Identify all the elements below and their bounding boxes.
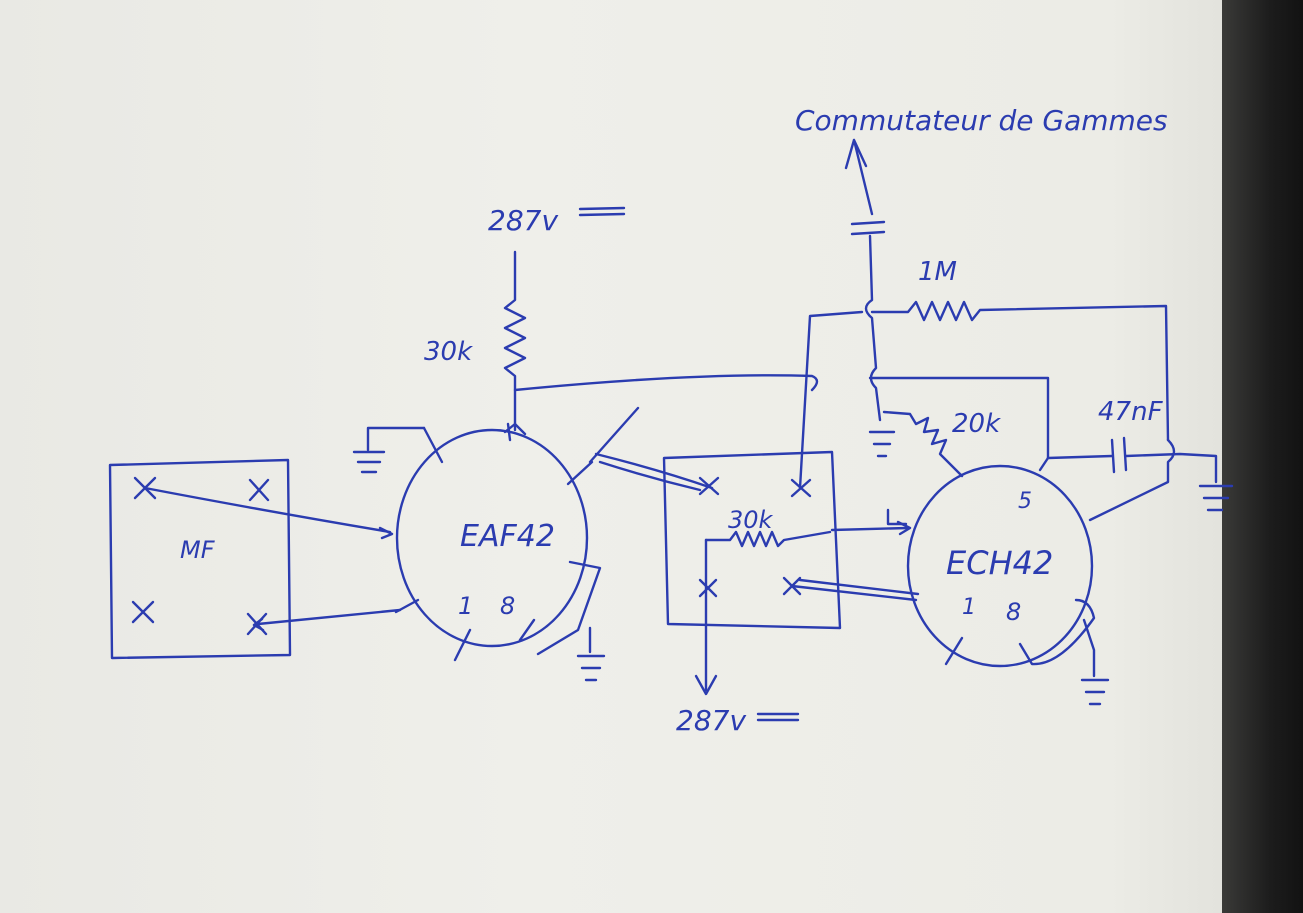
ground-ech-bottom xyxy=(1080,678,1110,706)
ground-eaf-left xyxy=(352,450,386,474)
arrow-supply-bottom xyxy=(694,674,718,696)
ground-eaf-bottom xyxy=(576,654,606,682)
wire-box-up xyxy=(798,310,864,490)
tick-pin5 xyxy=(1038,456,1050,472)
tube-eaf42-label: EAF42 xyxy=(460,519,555,554)
capacitor-switch xyxy=(850,220,886,236)
resistor-30k-box-label: 30k xyxy=(728,506,774,534)
tube-ech42-label: ECH42 xyxy=(946,544,1053,582)
pin-right-5: 5 xyxy=(1018,489,1032,514)
resistor-20k xyxy=(882,410,964,478)
wire-eaf-to-mf xyxy=(256,608,402,626)
wire-cap-down xyxy=(864,234,882,422)
arrow-anode xyxy=(503,422,527,436)
ground-mid xyxy=(868,430,896,458)
resistor-1m xyxy=(870,300,1170,442)
table-edge xyxy=(1222,0,1303,913)
resistor-1m-label: 1M xyxy=(918,257,957,287)
pin-right-8: 8 xyxy=(1006,598,1021,626)
arrow-mf-eaf xyxy=(378,526,394,540)
mf-label: MF xyxy=(180,536,216,564)
wire-eaf-to-box-a xyxy=(594,452,714,490)
resistor-30k-anode xyxy=(503,250,527,432)
wire-box-to-ech-low-b xyxy=(798,578,920,596)
wire-to-cap xyxy=(1046,454,1114,460)
wire-ech-grid xyxy=(886,508,908,526)
dc-symbol-top xyxy=(578,206,626,217)
pin-right-1: 1 xyxy=(962,595,976,620)
wire-box-to-ech xyxy=(830,526,910,532)
wire-eaf-to-box-b xyxy=(598,460,702,492)
resistor-30k-anode-label: 30k xyxy=(424,337,473,367)
ground-right xyxy=(1198,484,1234,512)
pin-left-8: 8 xyxy=(500,592,515,620)
dc-symbol-bottom xyxy=(756,712,800,722)
tube-ech42: ECH42 5 1 8 xyxy=(906,464,1096,678)
middle-box: 30k xyxy=(662,450,842,630)
wire-mf-to-eaf xyxy=(143,486,392,534)
supply-top-label: 287v xyxy=(488,204,558,237)
supply-bottom-label: 287v xyxy=(676,704,746,737)
wire-anode-to-right xyxy=(513,374,819,392)
wire-1m-to-ech xyxy=(1088,438,1176,522)
wire-to-ech-pin5 xyxy=(868,376,1050,460)
pin-left-1: 1 xyxy=(458,592,473,620)
mf-transformer-box: MF xyxy=(108,458,292,660)
capacitor-47nf xyxy=(1110,436,1128,474)
wire-eaf-ground xyxy=(366,426,426,452)
tube-eaf42: EAF42 1 8 xyxy=(394,406,640,662)
wire-cap-to-ground xyxy=(1124,452,1218,484)
switch-label: Commutateur de Gammes xyxy=(795,104,1168,137)
capacitor-47nf-label: 47nF xyxy=(1098,397,1164,427)
resistor-20k-label: 20k xyxy=(952,409,1001,439)
arrow-switch xyxy=(844,138,874,216)
arrow-eaf-mf xyxy=(252,617,265,632)
wire-box-to-ech-low-a xyxy=(790,584,918,602)
